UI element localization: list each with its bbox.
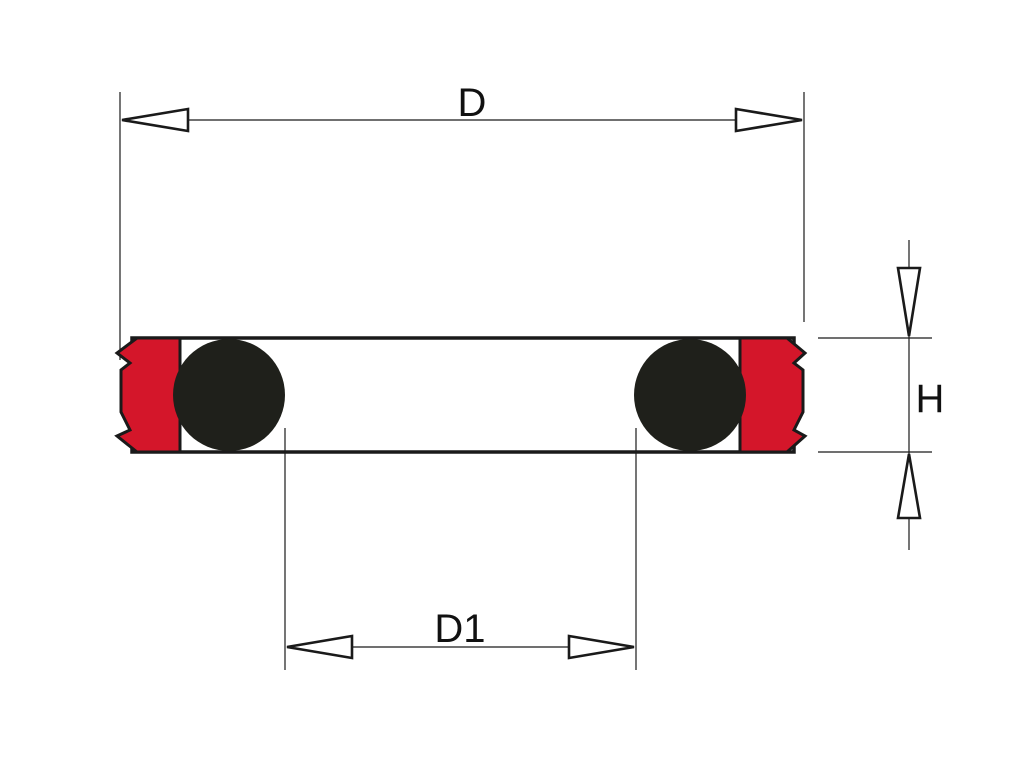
arrowhead-d-left: [121, 107, 190, 133]
arrowhead-d-right: [734, 107, 803, 133]
arrowhead-d1-right: [567, 634, 635, 660]
arrowhead-h-top: [896, 266, 922, 337]
arrowhead-h-bottom: [896, 453, 922, 520]
seal-profiles: [114, 336, 808, 454]
label-d1: D1: [434, 607, 485, 651]
dimension-d1: D1: [284, 428, 637, 670]
label-d: D: [458, 81, 487, 125]
dimension-d: D: [119, 81, 805, 360]
o-ring-sections: [173, 339, 746, 451]
arrowhead-d1-left: [286, 634, 354, 660]
o-ring-left: [173, 339, 285, 451]
o-ring-right: [634, 339, 746, 451]
seal-profile-left: [114, 336, 182, 454]
label-h: H: [916, 377, 945, 421]
seal-profile-right: [738, 336, 808, 454]
dimension-h: H: [818, 240, 944, 550]
